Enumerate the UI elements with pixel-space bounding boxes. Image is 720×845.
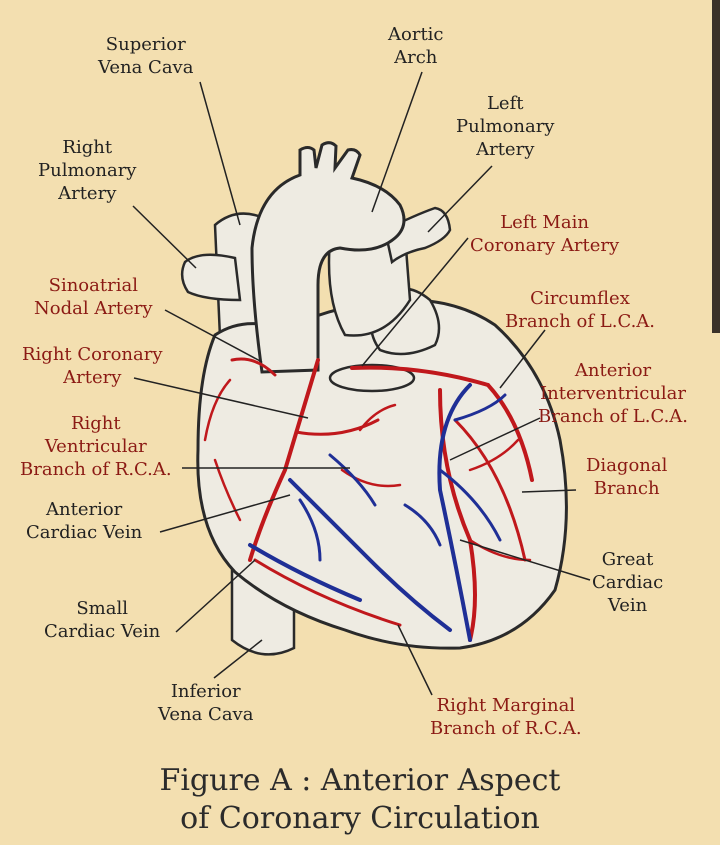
left-main-coronary-artery-line — [350, 365, 490, 387]
aortic-root — [328, 363, 416, 393]
right-coronary-artery-line — [248, 358, 320, 562]
leader-anterior-interventricular-branch — [449, 417, 541, 461]
leader-left-pulmonary-artery — [427, 165, 493, 233]
leader-lines — [132, 71, 591, 696]
image-edge-strip — [712, 0, 720, 333]
diagonal-branch-line — [453, 418, 527, 562]
leader-diagonal-branch — [521, 489, 577, 493]
leader-aortic-arch — [371, 71, 423, 213]
sa-nodal-artery-line — [230, 357, 277, 377]
great-cardiac-vein-line — [437, 383, 472, 642]
right-marginal-branch-line — [253, 558, 402, 627]
vein-twigs — [298, 393, 507, 562]
circumflex-branch-line — [486, 383, 534, 482]
leader-sinoatrial-nodal-artery — [164, 309, 263, 363]
leader-left-main-coronary-artery — [361, 237, 469, 367]
artery-twigs — [203, 378, 532, 562]
small-cardiac-vein-line — [248, 543, 362, 602]
leader-right-marginal-branch — [397, 624, 433, 696]
leader-superior-vena-cava — [199, 81, 241, 226]
left-pulmonary-artery-vessel — [383, 206, 452, 265]
leader-right-pulmonary-artery — [132, 205, 197, 269]
right-pulmonary-artery-vessel — [180, 253, 242, 302]
cardiac-veins — [248, 383, 507, 642]
leader-circumflex-branch — [499, 329, 546, 389]
aorta-vessel — [250, 141, 406, 374]
coronary-arteries — [203, 357, 534, 642]
leader-great-cardiac-vein — [459, 539, 591, 581]
leader-inferior-vena-cava — [213, 639, 263, 679]
right-ventricular-branch-line — [294, 418, 380, 436]
leader-right-coronary-artery — [133, 377, 309, 419]
anterior-cardiac-vein-line — [288, 478, 452, 632]
leader-small-cardiac-vein — [175, 559, 256, 633]
leader-anterior-cardiac-vein — [159, 494, 291, 533]
